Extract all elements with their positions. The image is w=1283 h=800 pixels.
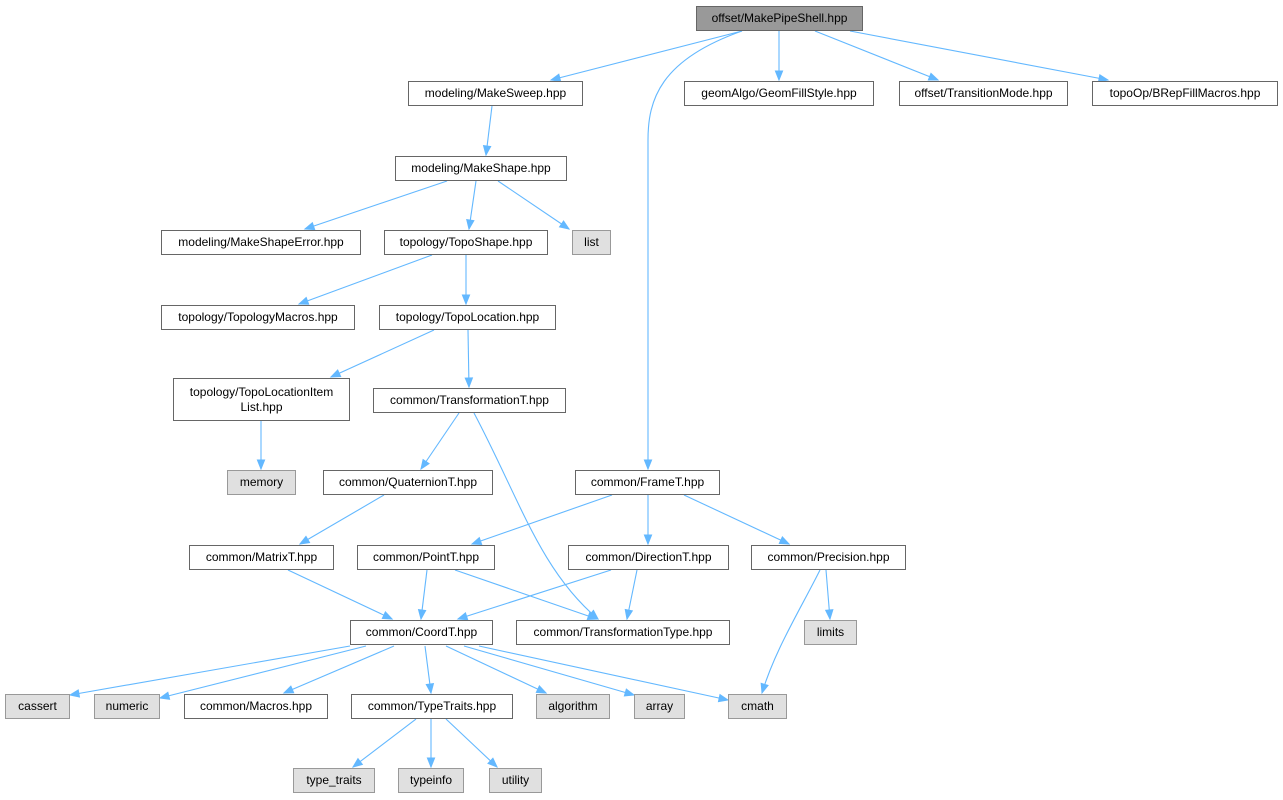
edge-location-itemlist: [330, 329, 435, 378]
arrowhead-coordt-numeric: [158, 691, 171, 700]
arrowhead-typetraits-utility: [487, 757, 498, 768]
arrowhead-coordt-cmath: [717, 693, 730, 703]
node-makeshapeerror[interactable]: modeling/MakeShapeError.hpp: [161, 230, 361, 255]
node-directiont[interactable]: common/DirectionT.hpp: [568, 545, 729, 570]
node-topolocationitemlist-line1: topology/TopoLocationItem: [189, 384, 334, 399]
edge-framet-precision: [683, 494, 790, 545]
node-transitionmode[interactable]: offset/TransitionMode.hpp: [899, 81, 1068, 106]
arrowhead-toposhape-macros: [297, 296, 310, 305]
node-geomfillstyle[interactable]: geomAlgo/GeomFillStyle.hpp: [684, 81, 874, 106]
edge-coordt-algorithm: [445, 645, 547, 694]
arrowhead-toposhape-location: [461, 294, 471, 306]
edge-quaternion-matrixt: [299, 494, 385, 545]
edge-location-transformt: [467, 329, 470, 388]
arrowhead-framet-precision: [778, 536, 791, 545]
node-coordt[interactable]: common/CoordT.hpp: [350, 620, 493, 645]
node-type-traits[interactable]: type_traits: [293, 768, 375, 793]
node-makepipeshell[interactable]: offset/MakePipeShell.hpp: [696, 6, 863, 31]
edge-makeshape-list: [497, 180, 570, 230]
node-topolocation[interactable]: topology/TopoLocation.hpp: [379, 305, 556, 330]
edge-matrixt-coordt: [287, 569, 393, 620]
edge-precision-cmath: [761, 569, 821, 694]
arrowhead-precision-cmath: [760, 682, 769, 695]
arrowhead-root-transitionmode: [927, 72, 940, 81]
arrowhead-pointt-ttype: [586, 611, 599, 621]
node-precision[interactable]: common/Precision.hpp: [751, 545, 906, 570]
edge-coordt-numeric: [159, 645, 367, 699]
arrowhead-makeshape-error: [303, 221, 316, 231]
edge-root-transitionmode: [814, 30, 939, 81]
arrowhead-coordt-macros: [282, 685, 295, 694]
arrowhead-precision-limits: [824, 609, 834, 621]
arrowhead-root-geomfillstyle: [774, 70, 784, 82]
node-transformationtype[interactable]: common/TransformationType.hpp: [516, 620, 730, 645]
node-quaterniont[interactable]: common/QuaternionT.hpp: [323, 470, 493, 495]
node-typeinfo[interactable]: typeinfo: [398, 768, 464, 793]
node-cmath[interactable]: cmath: [728, 694, 787, 719]
edge-root-framet: [647, 30, 743, 469]
node-framet[interactable]: common/FrameT.hpp: [575, 470, 720, 495]
node-typetraits[interactable]: common/TypeTraits.hpp: [351, 694, 513, 719]
node-array[interactable]: array: [634, 694, 685, 719]
node-toposhape[interactable]: topology/TopoShape.hpp: [384, 230, 548, 255]
arrowhead-directiont-ttype: [624, 608, 634, 621]
node-topolocationitemlist[interactable]: topology/TopoLocationItem List.hpp: [173, 378, 350, 421]
arrowhead-directiont-coordt: [456, 611, 469, 621]
edge-coordt-array: [463, 645, 635, 696]
arrowhead-root-framet: [643, 459, 653, 471]
edge-root-makesweep: [550, 30, 743, 81]
node-makeshape[interactable]: modeling/MakeShape.hpp: [395, 156, 567, 181]
arrowhead-transformt-quaternion: [420, 458, 430, 471]
arrowhead-quaternion-matrixt: [298, 535, 311, 545]
node-pointt[interactable]: common/PointT.hpp: [357, 545, 495, 570]
arrowhead-coordt-array: [623, 688, 636, 697]
node-makesweep[interactable]: modeling/MakeSweep.hpp: [408, 81, 583, 106]
node-topolocationitemlist-line2: List.hpp: [240, 399, 283, 414]
arrowhead-coordt-algorithm: [535, 685, 548, 694]
node-cassert[interactable]: cassert: [5, 694, 70, 719]
arrowhead-makeshape-list: [558, 220, 571, 230]
arrowhead-typetraits-typeinfo: [426, 757, 436, 769]
node-algorithm[interactable]: algorithm: [536, 694, 610, 719]
edge-typetraits-type_traits: [352, 718, 417, 768]
arrowhead-matrixt-coordt: [381, 611, 394, 620]
node-brepfillmacros[interactable]: topoOp/BRepFillMacros.hpp: [1092, 81, 1278, 106]
edge-directiont-coordt: [457, 569, 612, 620]
node-numeric[interactable]: numeric: [94, 694, 160, 719]
edge-coordt-cmath: [478, 645, 729, 701]
arrowhead-root-brepfillmacros: [1097, 73, 1110, 83]
edge-toposhape-macros: [298, 254, 433, 305]
arrowhead-makeshape-toposhape: [466, 218, 475, 231]
edge-root-brepfillmacros: [849, 30, 1109, 81]
edge-transformt-quaternion: [420, 412, 460, 470]
arrowhead-framet-pointt: [470, 536, 483, 545]
node-utility[interactable]: utility: [489, 768, 542, 793]
arrowhead-location-itemlist: [329, 369, 342, 378]
arrowhead-location-transformt: [464, 377, 474, 389]
node-list[interactable]: list: [572, 230, 611, 255]
node-transformationt[interactable]: common/TransformationT.hpp: [373, 388, 566, 413]
node-limits[interactable]: limits: [804, 620, 857, 645]
edge-coordt-cassert: [69, 645, 351, 696]
arrowhead-pointt-coordt: [417, 609, 427, 621]
edge-coordt-macros: [283, 645, 395, 694]
arrowhead-root-makesweep: [549, 73, 562, 82]
arrowhead-framet-directiont: [643, 534, 653, 546]
edge-makeshape-error: [304, 180, 448, 230]
edge-pointt-ttype: [454, 569, 598, 620]
node-memory[interactable]: memory: [227, 470, 296, 495]
node-matrixt[interactable]: common/MatrixT.hpp: [189, 545, 334, 570]
arrowhead-coordt-typetraits: [425, 683, 435, 695]
node-macros[interactable]: common/Macros.hpp: [184, 694, 328, 719]
arrowhead-itemlist-memory: [256, 459, 266, 471]
arrowhead-coordt-cassert: [68, 689, 81, 698]
arrowhead-typetraits-type_traits: [351, 757, 364, 768]
arrowhead-makesweep-makeshape: [482, 145, 492, 157]
node-topologymacros[interactable]: topology/TopologyMacros.hpp: [161, 305, 355, 330]
edge-typetraits-utility: [445, 718, 498, 768]
edge-framet-pointt: [471, 494, 613, 545]
edge-transformt-ttype: [473, 412, 599, 620]
